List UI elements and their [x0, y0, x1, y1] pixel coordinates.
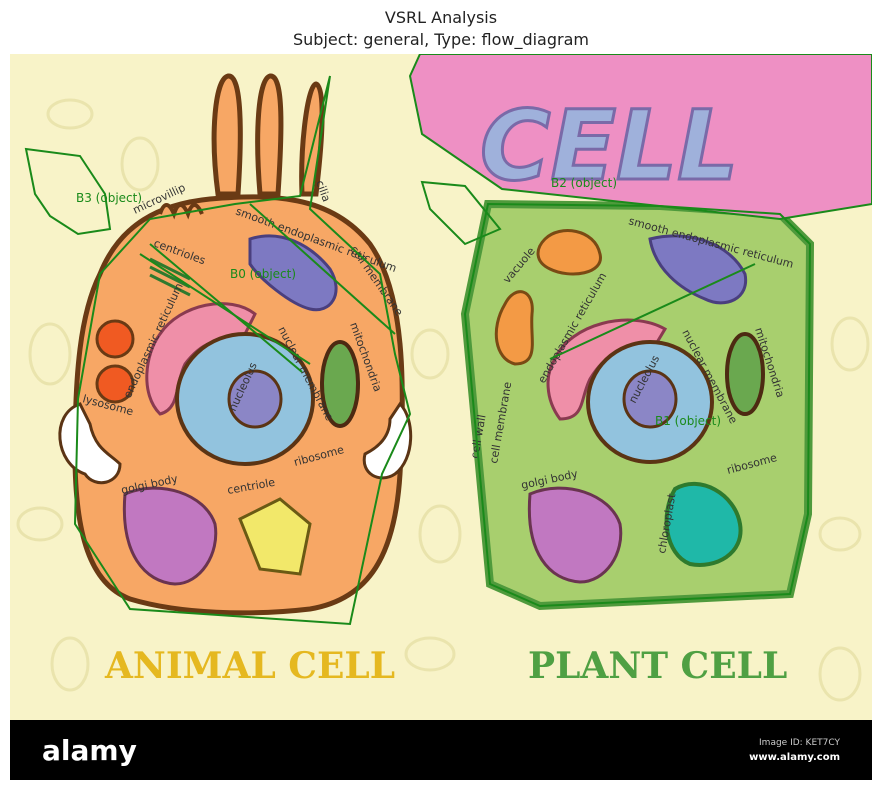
animal-nucleolus — [227, 369, 283, 429]
b3-region — [24, 147, 112, 236]
annotation-b1: B1 (object) — [655, 414, 721, 428]
centrioles — [149, 257, 191, 297]
plant-cell-caption: PLANT CELL — [528, 645, 787, 687]
animal-golgi-body — [122, 486, 218, 586]
annotation-b0: B0 (object) — [230, 267, 296, 281]
chloroplast — [664, 482, 743, 567]
plant-vacuole-1 — [536, 229, 602, 276]
plant-vacuole-2 — [494, 290, 534, 366]
right-hand — [362, 401, 413, 480]
plant-cell: vacuole smooth endoplasmic reticulum end… — [460, 199, 815, 611]
footer-image-id: Image ID: KET7CY — [759, 738, 840, 748]
footer-site: www.alamy.com — [749, 752, 840, 763]
background-pattern — [16, 98, 870, 702]
annotation-b2: B2 (object) — [551, 176, 617, 190]
b2-region — [420, 180, 502, 246]
annotation-overlays — [24, 75, 812, 626]
plant-mitochondria — [725, 332, 765, 416]
plant-smooth-er — [648, 234, 748, 305]
animal-cell: microvillip cilia centrioles smooth endo… — [58, 73, 413, 616]
b0-region — [73, 75, 412, 626]
banner-word: CELL — [480, 90, 738, 202]
diagram-panel: microvillip cilia centrioles smooth endo… — [10, 54, 872, 780]
plant-golgi-body — [527, 486, 623, 584]
animal-smooth-er — [248, 234, 338, 312]
lysosome-2 — [95, 364, 135, 404]
page-subtitle: Subject: general, Type: flow_diagram — [293, 30, 589, 49]
left-hand — [58, 402, 122, 485]
animal-mitochondria — [320, 340, 360, 428]
annotation-b3: B3 (object) — [76, 191, 142, 205]
footer-bar — [10, 720, 872, 780]
animal-cell-caption: ANIMAL CELL — [104, 645, 395, 687]
b1-region — [463, 202, 812, 608]
footer-brand: alamy — [42, 734, 137, 767]
centriole — [238, 497, 312, 576]
page-title: VSRL Analysis — [384, 8, 498, 27]
cilia — [211, 73, 325, 197]
cell-banner: CELL — [408, 54, 872, 221]
lysosome-1 — [95, 319, 135, 359]
plant-nucleolus — [622, 369, 678, 429]
